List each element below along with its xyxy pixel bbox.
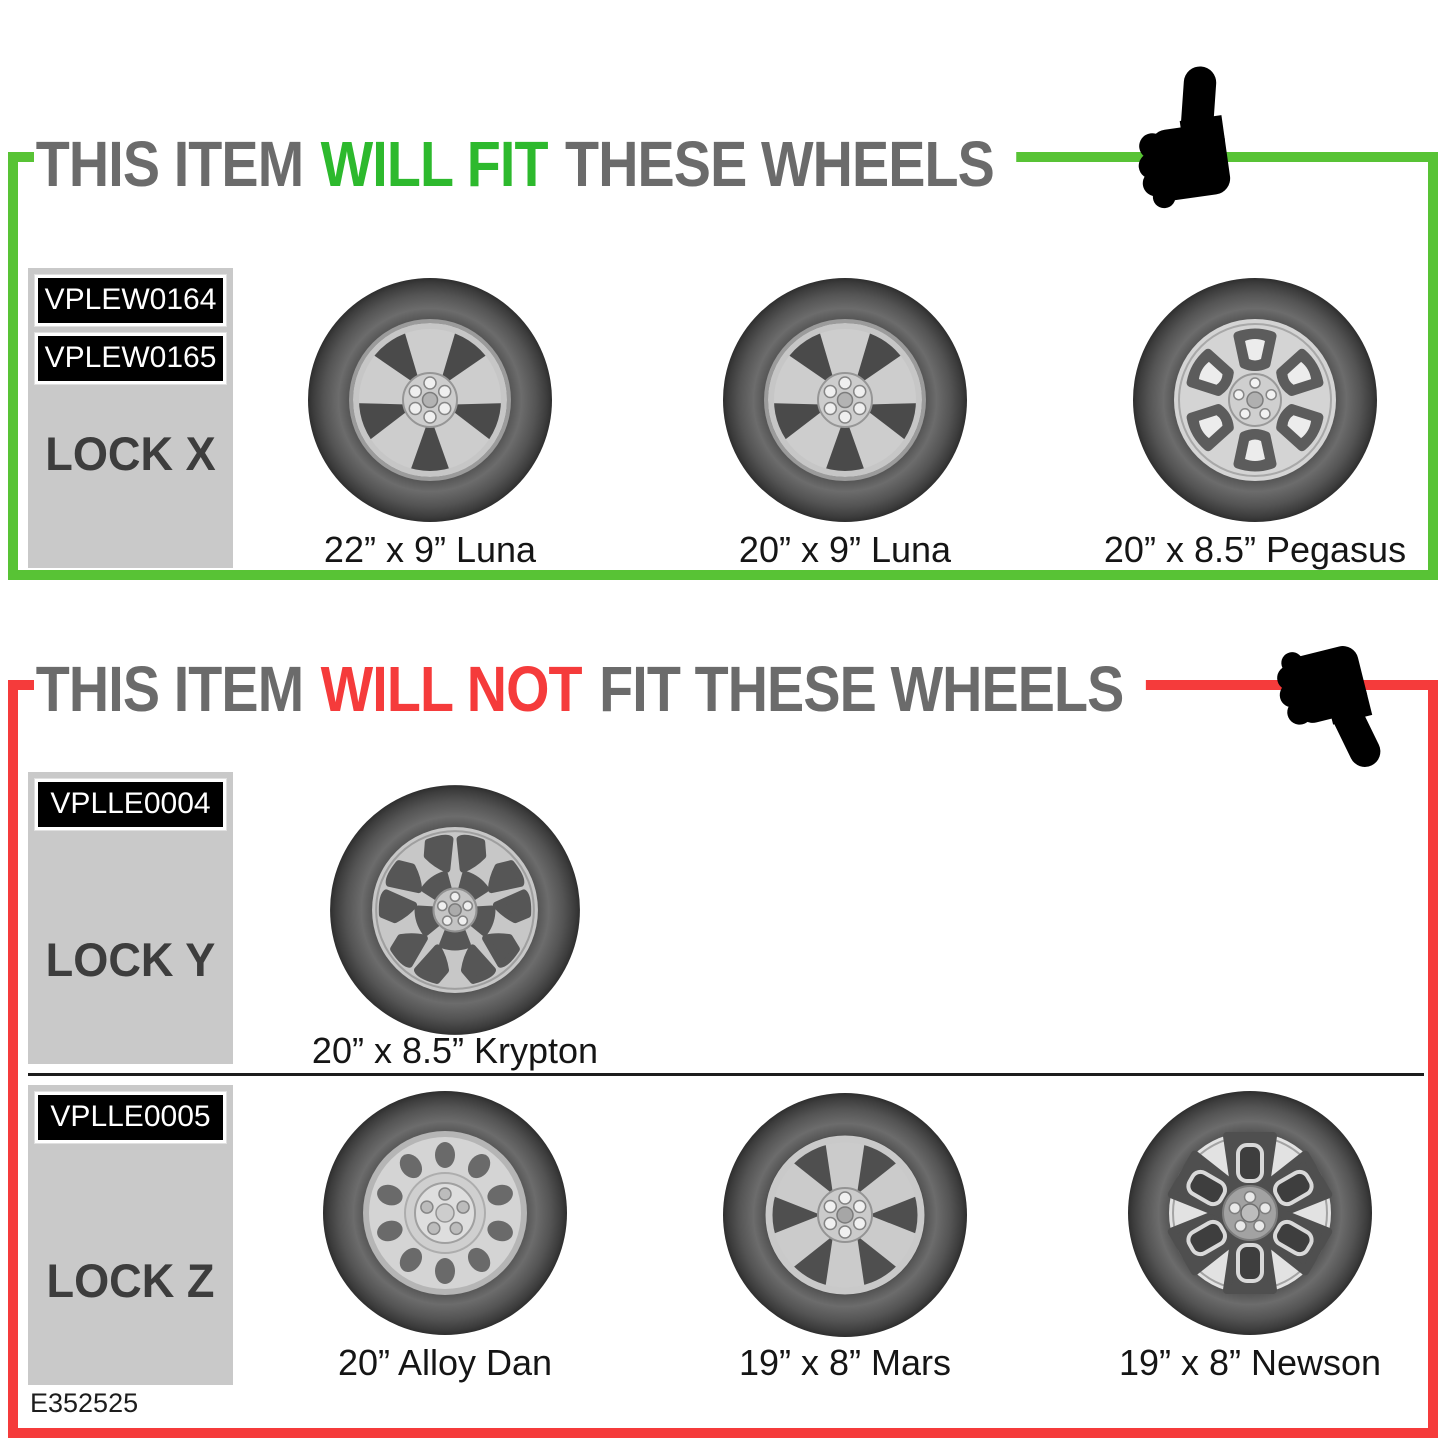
fit-heading-prefix: THIS ITEM: [35, 128, 304, 200]
lock-panel-y: VPLLE0004 LOCK Y: [28, 772, 233, 1064]
thumbs-down-icon: [1269, 636, 1388, 782]
nofit-heading-prefix: THIS ITEM: [35, 653, 304, 725]
drawing-reference: E352525: [30, 1388, 139, 1418]
wheel-image-luna-20: [720, 275, 970, 525]
part-number-label: VPLLE0005: [35, 1092, 226, 1143]
wheel-image-newson: [1125, 1088, 1375, 1338]
wheel-image-luna-22: [305, 275, 555, 525]
wheel-caption: 20” x 8.5” Krypton: [311, 1030, 599, 1071]
thumbs-up-icon: [1125, 64, 1236, 211]
part-number-label: VPLLE0004: [35, 779, 226, 830]
row-divider-line: [28, 1073, 1424, 1076]
nofit-heading-suffix: FIT THESE WHEELS: [599, 653, 1124, 725]
lock-name-z: LOCK Z: [46, 1254, 215, 1307]
wheel-caption: 22” x 9” Luna: [323, 529, 537, 570]
fit-heading-suffix: THESE WHEELS: [565, 128, 995, 200]
nofit-heading-highlight: WILL NOT: [320, 653, 583, 725]
lock-name-x: LOCK X: [45, 427, 216, 480]
wheel-caption: 20” Alloy Dan: [337, 1342, 553, 1383]
lock-name-y: LOCK Y: [45, 933, 216, 986]
wheel-caption: 20” x 9” Luna: [738, 529, 952, 570]
wheel-image-mars: [720, 1090, 970, 1340]
part-number-label: VPLEW0165: [35, 333, 226, 384]
wheel-caption: 19” x 8” Newson: [1118, 1342, 1382, 1383]
lock-panel-x: VPLEW0164 VPLEW0165 LOCK X: [28, 268, 233, 568]
fit-heading-highlight: WILL FIT: [320, 128, 549, 200]
wheel-image-krypton: [327, 782, 583, 1038]
wheel-caption: 20” x 8.5” Pegasus: [1103, 529, 1407, 570]
wheel-image-pegasus: [1130, 275, 1380, 525]
part-number-label: VPLEW0164: [35, 275, 226, 326]
nofit-heading: THIS ITEM WILL NOT FIT THESE WHEELS: [34, 653, 1147, 727]
fit-heading: THIS ITEM WILL FIT THESE WHEELS: [34, 130, 1017, 202]
wheel-caption: 19” x 8” Mars: [738, 1342, 952, 1383]
lock-panel-z: VPLLE0005 LOCK Z: [28, 1085, 233, 1385]
wheel-image-alloy-dan: [320, 1088, 570, 1338]
